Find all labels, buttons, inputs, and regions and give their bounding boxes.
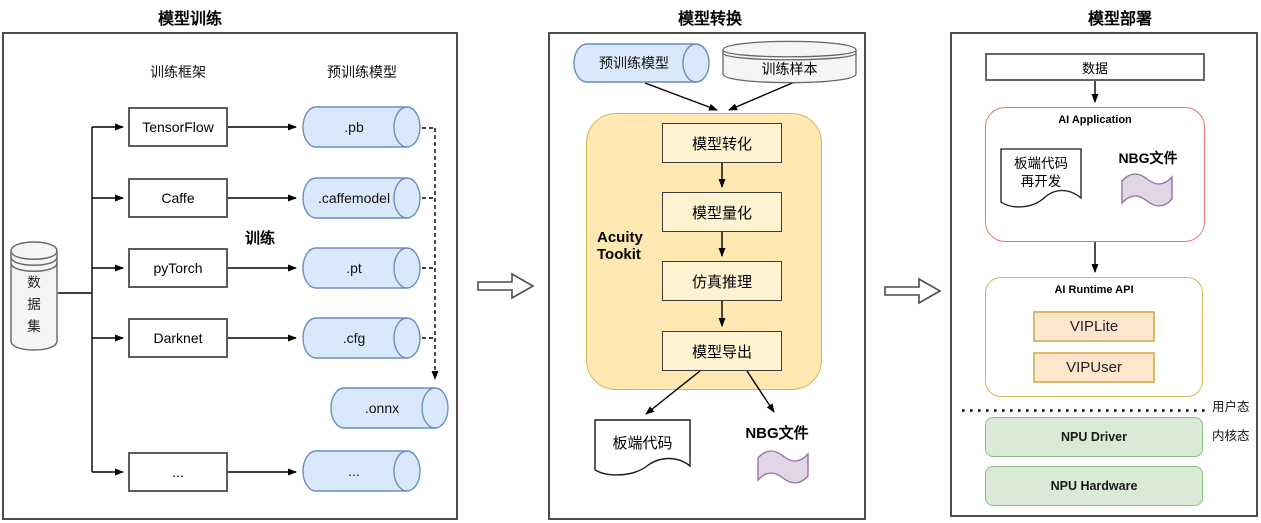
viplite-box: VIPLite <box>1033 311 1155 342</box>
npu-driver-box: NPU Driver <box>985 417 1203 457</box>
framework-box-caffe: Caffe <box>128 178 228 218</box>
framework-box-ellipsis: ... <box>128 452 228 492</box>
arrow-export-nbg <box>746 370 775 413</box>
document-icon <box>594 419 691 476</box>
model-cylinder-caffemodel: .caffemodel <box>302 177 422 219</box>
step-model-quantize: 模型量化 <box>662 192 782 232</box>
framework-box-pytorch: pyTorch <box>128 248 228 288</box>
user-mode-label: 用户态 <box>1212 400 1250 414</box>
title-model-conversion: 模型转换 <box>677 11 742 28</box>
ai-runtime-api-label: AI Runtime API <box>1054 284 1134 296</box>
training-samples-disk: 训练样本 <box>722 40 857 84</box>
kernel-mode-label: 内核态 <box>1212 429 1250 443</box>
model-cylinder-pb: .pb <box>302 106 422 148</box>
panel-model-deployment <box>950 32 1258 517</box>
nbg-file-label-deploy: NBG文件 <box>1118 150 1178 166</box>
panel-model-conversion <box>548 32 866 520</box>
step-simulation-inference: 仿真推理 <box>662 261 782 301</box>
training-samples-label: 训练样本 <box>761 61 818 77</box>
nbg-flag-icon-deploy <box>1121 173 1173 207</box>
model-cylinder-pt: .pt <box>302 247 422 289</box>
column-header-framework: 训练框架 <box>150 64 206 80</box>
cylinder-icon <box>302 106 421 148</box>
panel-model-training <box>2 32 458 520</box>
cylinder-icon <box>330 387 449 429</box>
cylinder-icon <box>302 247 421 289</box>
data-box: 数据 <box>985 53 1205 81</box>
nbg-flag-icon <box>757 450 809 484</box>
arrow-export-boardcode <box>645 370 701 415</box>
document-icon <box>1000 148 1082 208</box>
disk-icon <box>722 40 857 84</box>
step-model-export: 模型导出 <box>662 331 782 371</box>
acuity-toolkit-label: Acuity Tookit <box>597 229 643 263</box>
board-code-label: 板端代码 <box>612 435 673 452</box>
database-icon <box>10 241 58 351</box>
model-cylinder-ellipsis: ... <box>302 450 422 492</box>
cylinder-icon <box>302 450 421 492</box>
title-model-deployment: 模型部署 <box>1087 11 1152 28</box>
nbg-file-label: NBG文件 <box>745 425 809 442</box>
npu-hardware-box: NPU Hardware <box>985 466 1203 506</box>
vipuser-box: VIPUser <box>1033 352 1155 383</box>
framework-box-tensorflow: TensorFlow <box>128 107 228 147</box>
title-model-training: 模型训练 <box>157 11 222 28</box>
arrow-samples-to-convert <box>728 80 798 111</box>
column-header-pretrained: 预训练模型 <box>327 64 397 80</box>
board-code-redev-label: 板端代码 再开发 <box>1014 156 1068 189</box>
ai-application-label: AI Application <box>1058 114 1132 126</box>
block-arrow-train-to-convert <box>477 272 535 300</box>
model-cylinder-cfg: .cfg <box>302 317 422 359</box>
board-code-redev-document: 板端代码 再开发 <box>1000 148 1082 212</box>
cylinder-icon <box>573 43 710 83</box>
dataset-cylinder: 数 据 集 <box>10 241 58 351</box>
board-code-document: 板端代码 <box>594 419 691 479</box>
block-arrow-convert-to-deploy <box>884 277 942 305</box>
train-label: 训练 <box>244 230 275 247</box>
model-cylinder-onnx: .onnx <box>330 387 450 429</box>
arrow-pretrained-to-convert <box>644 82 718 111</box>
cylinder-icon <box>302 317 421 359</box>
cylinder-icon <box>302 177 421 219</box>
framework-box-darknet: Darknet <box>128 318 228 358</box>
dataset-label: 数 据 集 <box>27 275 41 334</box>
pretrained-model-cylinder: 预训练模型 <box>573 43 713 83</box>
step-model-convert: 模型转化 <box>662 123 782 163</box>
